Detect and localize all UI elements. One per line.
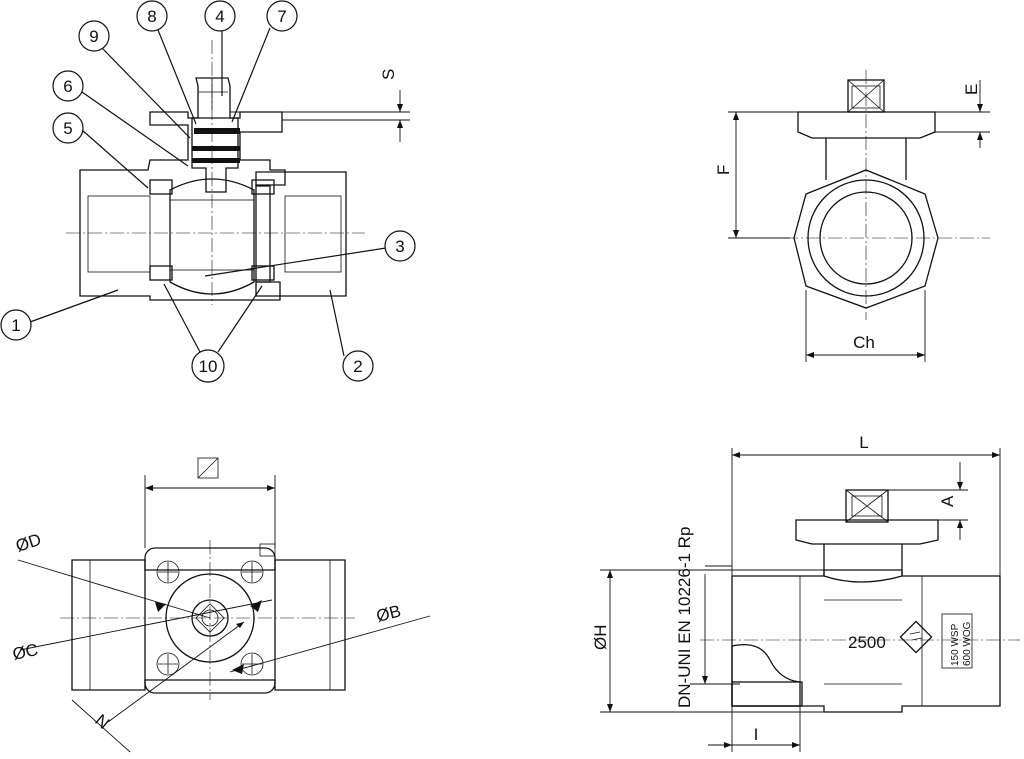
end-connector-bore <box>284 195 342 273</box>
svg-text:4: 4 <box>215 7 224 26</box>
dim-label-d: ØD <box>13 530 43 556</box>
thread-standard-label: DN-UNI EN 10226-1 Rp <box>675 527 694 708</box>
callout-4 <box>204 0 236 32</box>
dim-label-a: A <box>938 495 957 507</box>
marking-wsp: 150 WSP <box>950 623 961 666</box>
marking-wog: 600 WOG <box>962 621 973 666</box>
dim-square-symbol <box>197 457 219 479</box>
callout-2 <box>342 350 374 382</box>
callout-7 <box>266 0 298 32</box>
section-view: S 1 2 3 4 5 6 7 8 9 10 <box>0 0 416 383</box>
body-bore <box>87 195 151 273</box>
side-view-thread-yellow <box>731 681 803 707</box>
seat-ring <box>149 179 173 195</box>
side-view: 2500 150 WSP 600 WOG L A ØH DN-UNI EN 10… <box>591 433 1020 752</box>
callout-5 <box>52 112 84 144</box>
callout-1 <box>0 309 32 341</box>
svg-text:10: 10 <box>199 357 218 376</box>
stem-o-rings <box>194 128 240 134</box>
dim-label-s: S <box>379 69 398 80</box>
svg-text:9: 9 <box>89 27 98 46</box>
callout-3 <box>384 230 416 262</box>
dim-label-h: ØH <box>591 625 610 651</box>
callout-6 <box>52 70 84 102</box>
svg-text:2: 2 <box>353 357 362 376</box>
dim-label-n: N <box>91 711 113 733</box>
dim-label-ch: Ch <box>853 333 875 352</box>
svg-text:1: 1 <box>11 316 20 335</box>
svg-text:8: 8 <box>147 7 156 26</box>
brand-logo-icon <box>899 620 933 654</box>
end-connector-section <box>255 171 347 297</box>
callout-10 <box>191 349 225 383</box>
stem-section <box>191 77 239 193</box>
svg-text:7: 7 <box>277 7 286 26</box>
dim-label-f: F <box>714 165 733 175</box>
svg-text:6: 6 <box>63 77 72 96</box>
ball-section <box>169 178 255 295</box>
callout-8 <box>136 0 168 32</box>
dim-label-b: ØB <box>374 602 402 626</box>
dim-label-i: I <box>754 725 759 744</box>
svg-text:3: 3 <box>395 237 404 256</box>
end-view: F E Ch <box>714 70 990 362</box>
dim-label-c: ØC <box>11 640 40 664</box>
top-view: ØD ØC ØB N <box>11 457 431 753</box>
callout-9 <box>78 20 110 52</box>
dim-label-e: E <box>962 84 981 95</box>
svg-text:5: 5 <box>63 119 72 138</box>
dim-label-l: L <box>859 433 868 452</box>
marking-2500: 2500 <box>848 633 886 652</box>
